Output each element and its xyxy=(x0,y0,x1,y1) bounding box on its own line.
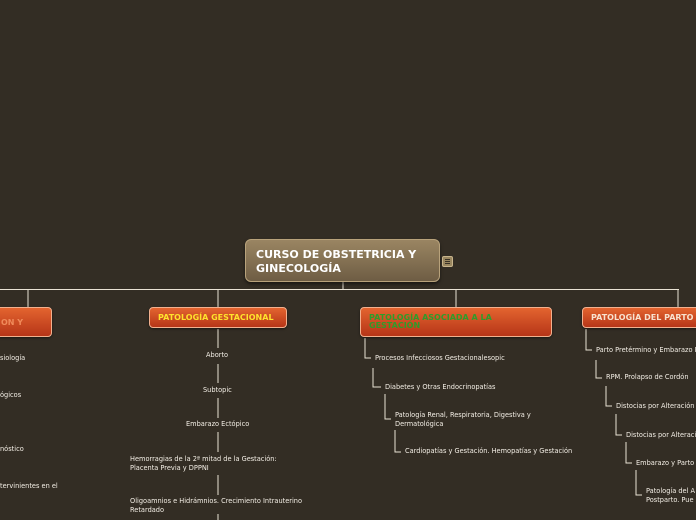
branch-3-label: PATOLOGÍA ASOCIADA A LA GESTACIÓN xyxy=(369,313,492,330)
branch-3-item-3[interactable]: Patología Renal, Respiratoria, Digestiva… xyxy=(395,411,531,428)
branch-3-item-4[interactable]: Cardiopatías y Gestación. Hemopatías y G… xyxy=(405,447,573,455)
branch-2[interactable]: PATOLOGÍA GESTACIONAL xyxy=(149,307,287,328)
branch-1-item-1[interactable]: siología xyxy=(0,354,26,362)
branch-2-item-4[interactable]: Hemorragias de la 2ª mitad de la Gestaci… xyxy=(130,455,277,472)
branch-4-item-1[interactable]: Parto Pretérmino y Embarazo P xyxy=(596,346,696,354)
branch-4-item-4[interactable]: Distocias por Alteraci xyxy=(626,431,696,439)
branch-2-item-3[interactable]: Embarazo Ectópico xyxy=(186,420,250,428)
branch-3-item-2[interactable]: Diabetes y Otras Endocrinopatías xyxy=(385,383,496,391)
branch-3-item-1[interactable]: Procesos Infecciosos Gestacionalesopic xyxy=(375,354,505,362)
branch-2-item-5[interactable]: Oligoamnios e Hidrámnios. Crecimiento In… xyxy=(130,497,303,514)
branch-2-item-2[interactable]: Subtopic xyxy=(203,386,232,394)
branch-4[interactable]: PATOLOGÍA DEL PARTO xyxy=(582,307,696,328)
branch-1-label: ON Y xyxy=(1,317,24,327)
branch-2-label: PATOLOGÍA GESTACIONAL xyxy=(158,313,274,322)
branch-4-item-2[interactable]: RPM. Prolapso de Cordón xyxy=(606,373,689,381)
branch-4-item-6[interactable]: Patología del A Postparto. Pue xyxy=(646,487,696,504)
branch-1-item-3[interactable]: nóstico xyxy=(0,445,24,453)
note-icon[interactable] xyxy=(442,256,453,267)
central-topic[interactable]: CURSO DE OBSTETRICIA Y GINECOLOGÍA xyxy=(245,239,440,282)
branch-1[interactable]: ON Y xyxy=(0,307,52,337)
branch-2-item-1[interactable]: Aborto xyxy=(206,351,229,359)
branch-4-label: PATOLOGÍA DEL PARTO xyxy=(591,313,694,322)
branch-4-item-5[interactable]: Embarazo y Parto xyxy=(636,459,695,467)
branch-4-item-3[interactable]: Distocias por Alteración xyxy=(616,402,695,410)
branch-3[interactable]: PATOLOGÍA ASOCIADA A LA GESTACIÓN xyxy=(360,307,552,337)
branch-1-item-4[interactable]: tervinientes en el xyxy=(0,482,58,490)
central-topic-title: CURSO DE OBSTETRICIA Y GINECOLOGÍA xyxy=(256,248,417,275)
branch-1-item-2[interactable]: ógicos xyxy=(0,391,22,399)
